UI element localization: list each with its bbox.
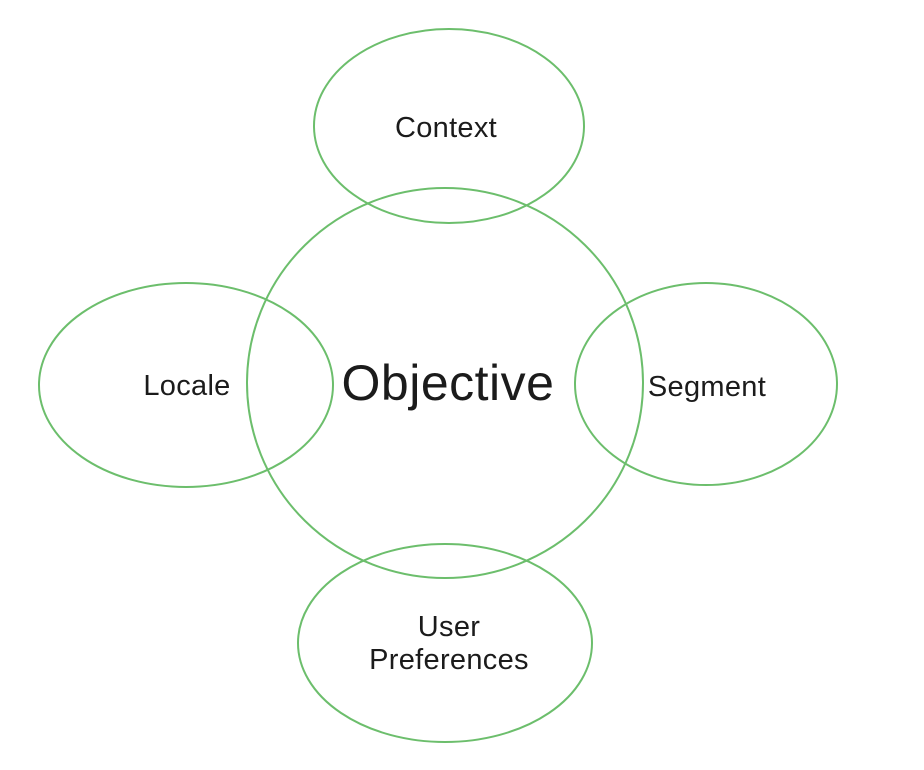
- context-label: Context: [395, 112, 497, 144]
- segment-ellipse: [574, 282, 838, 486]
- objective-label: Objective: [342, 355, 555, 411]
- objective-circle: [246, 187, 644, 579]
- locale-label: Locale: [143, 370, 230, 402]
- segment-label: Segment: [648, 371, 766, 403]
- user-preferences-ellipse: [297, 543, 593, 743]
- context-ellipse: [313, 28, 585, 224]
- user-preferences-label-line1: User: [418, 611, 480, 643]
- locale-ellipse: [38, 282, 334, 488]
- user-preferences-label-line2: Preferences: [369, 644, 529, 676]
